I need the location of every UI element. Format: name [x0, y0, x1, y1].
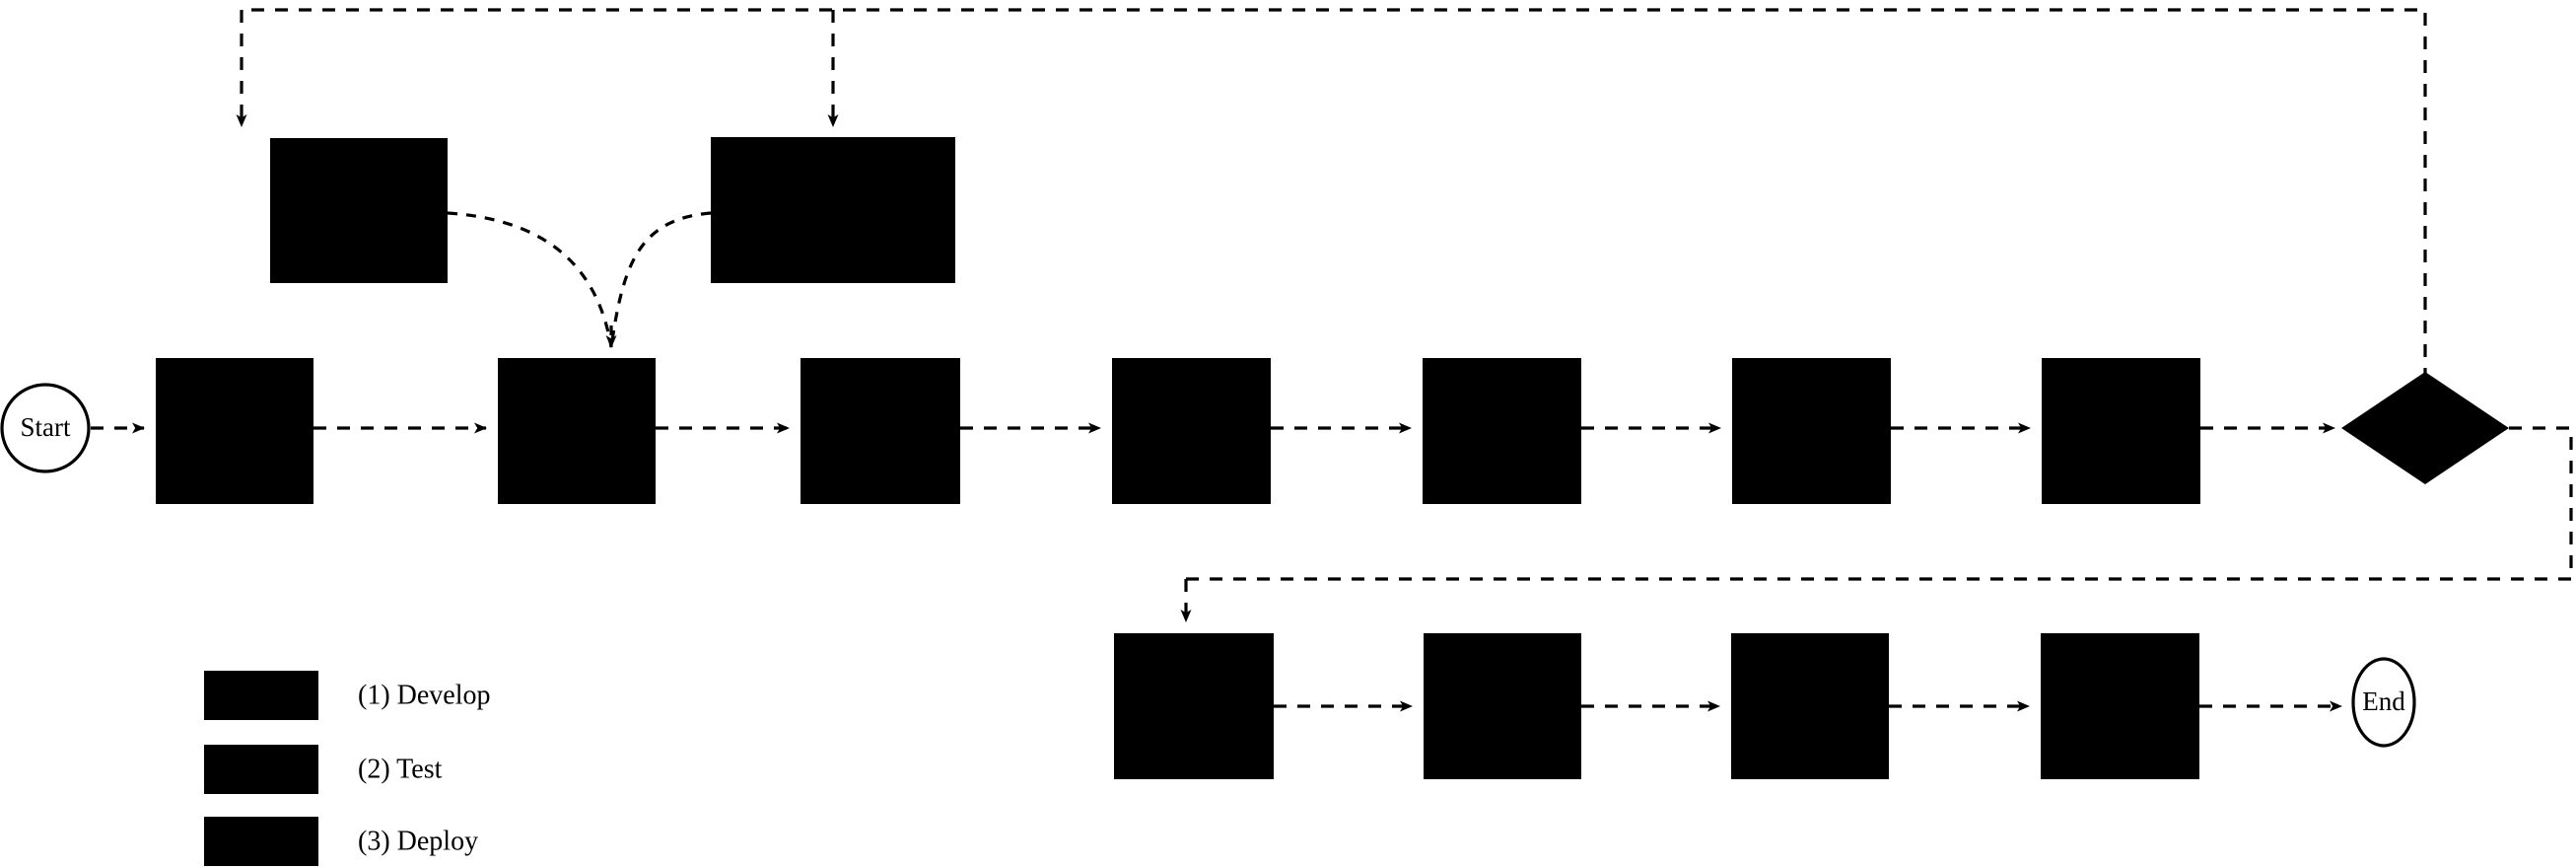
bottom-row-boxes: [1114, 633, 2199, 779]
feedback-bus-bottom: [1180, 426, 2573, 622]
legend-item-deploy[interactable]: (3) Deploy: [204, 817, 478, 866]
start-node[interactable]: Start: [0, 383, 91, 473]
decision-diamond[interactable]: [2341, 372, 2509, 484]
deploy-box-4[interactable]: [2041, 633, 2199, 779]
main-row-boxes: [156, 358, 2200, 504]
end-node-shape[interactable]: [2351, 657, 2416, 748]
legend-item-develop[interactable]: (1) Develop: [204, 671, 491, 720]
main-box-5[interactable]: [1423, 358, 1581, 504]
start-node-label: Start: [21, 412, 71, 442]
deploy-box-3[interactable]: [1731, 633, 1889, 779]
edge-upper-box-1-to-main-box-2: [447, 211, 613, 348]
end-node[interactable]: End: [2351, 657, 2416, 748]
edge-upper-box-2-to-main-box-2: [609, 211, 712, 348]
legend-item-test[interactable]: (2) Test: [204, 745, 443, 794]
main-box-4[interactable]: [1112, 358, 1271, 504]
main-box-1[interactable]: [156, 358, 313, 504]
legend-swatch-develop: [204, 671, 318, 720]
feedback-bus-top: [236, 8, 2427, 428]
end-node-label: End: [2362, 686, 2405, 716]
edge-decision-to-bottom-bus: [1186, 426, 2573, 581]
main-box-3[interactable]: [801, 358, 960, 504]
merge-edges: [447, 211, 712, 348]
main-box-7[interactable]: [2042, 358, 2200, 504]
legend-swatch-test: [204, 745, 318, 794]
main-box-2[interactable]: [498, 358, 656, 504]
upper-row-boxes: [270, 137, 955, 283]
legend-label-deploy: (3) Deploy: [358, 826, 478, 856]
legend: (1) Develop (2) Test (3) Deploy: [204, 671, 491, 866]
edge-decision-to-top-bus: [242, 8, 2427, 428]
legend-label-develop: (1) Develop: [358, 680, 491, 710]
legend-swatch-deploy: [204, 817, 318, 866]
upper-box-1[interactable]: [270, 138, 448, 283]
deploy-box-1[interactable]: [1114, 633, 1274, 779]
start-node-shape[interactable]: [0, 383, 91, 473]
deploy-box-2[interactable]: [1424, 633, 1581, 779]
main-box-6[interactable]: [1732, 358, 1891, 504]
upper-box-2[interactable]: [711, 137, 955, 283]
legend-label-test: (2) Test: [358, 754, 443, 784]
